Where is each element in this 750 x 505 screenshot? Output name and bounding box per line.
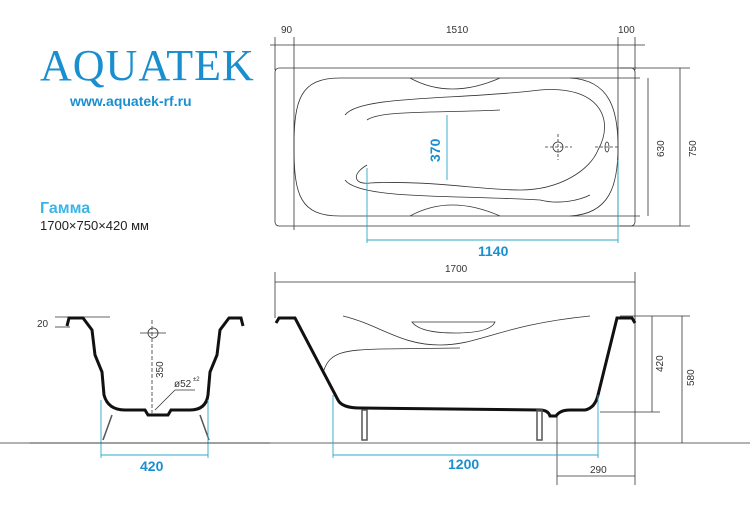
dim-drain-height: 350 [155,361,166,378]
dim-inner-length: 1510 [446,25,469,36]
dim-side-feet-span: 1200 [448,456,479,472]
dim-right-rim: 100 [618,25,635,36]
dim-bottom-width: 370 [427,138,443,162]
dim-drain-offset: 290 [590,465,607,476]
product-model: Гамма [40,200,91,217]
top-view-accent-dims [366,115,619,243]
dim-inner-width: 630 [656,140,667,157]
dim-drain-diameter: ø52 [174,379,192,390]
dim-bottom-length: 1140 [478,243,509,259]
side-view [0,272,750,485]
top-view [270,37,690,230]
side-view-feet [361,409,543,441]
dim-end-feet-span: 420 [140,458,164,474]
dim-rim-height: 20 [37,319,49,330]
end-view-feet [102,414,210,441]
dim-left-rim: 90 [281,25,293,36]
end-view [30,316,270,444]
dim-total-length: 1700 [445,264,468,275]
side-view-profile [274,316,637,418]
product-dimensions: 1700×750×420 мм [40,218,149,233]
dim-total-height: 580 [686,369,697,386]
brand-logo: AQUATEK [40,41,255,90]
dim-depth: 420 [655,355,666,372]
dim-drain-tolerance: ±2 [193,377,200,383]
end-view-profile [65,316,245,417]
brand-url[interactable]: www.aquatek-rf.ru [70,93,192,109]
dim-outer-width: 750 [688,140,699,157]
